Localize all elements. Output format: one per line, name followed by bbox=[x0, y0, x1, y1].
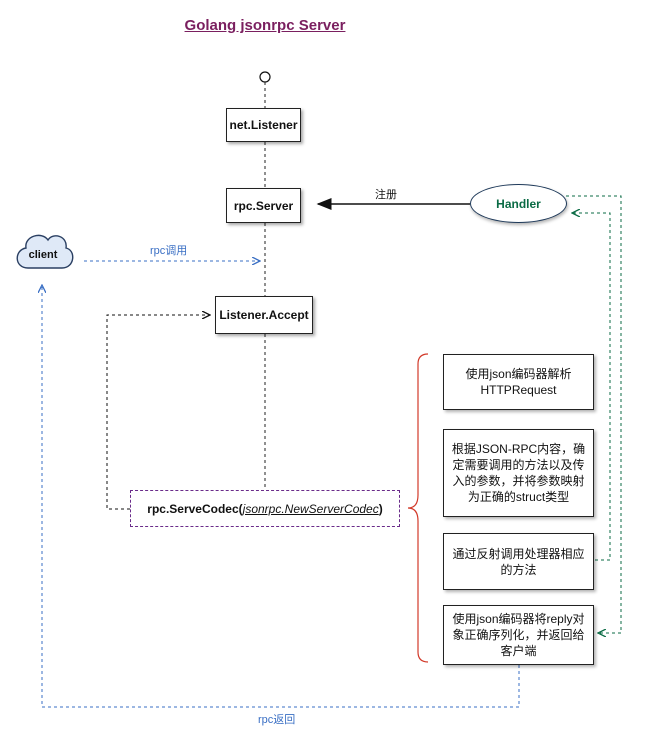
client-label: client bbox=[28, 249, 58, 261]
net-listener-node: net.Listener bbox=[226, 108, 301, 142]
accept-loop-arrow bbox=[106, 315, 210, 510]
rpc-server-node: rpc.Server bbox=[226, 188, 301, 223]
rpc-call-label: rpc调用 bbox=[150, 245, 188, 257]
step-parse-request: 使用json编码器解析HTTPRequest bbox=[443, 354, 594, 410]
codec-suffix: ) bbox=[378, 501, 383, 516]
listener-accept-node: Listener.Accept bbox=[215, 296, 313, 334]
diagram-title: Golang jsonrpc Server bbox=[184, 17, 346, 34]
handler-node: Handler bbox=[470, 184, 567, 223]
rpc-return-arrow bbox=[42, 285, 520, 708]
steps-brace bbox=[407, 353, 429, 663]
reflect-call-arrow bbox=[572, 213, 611, 561]
register-label: 注册 bbox=[375, 189, 397, 201]
step-reflect-call: 通过反射调用处理器相应的方法 bbox=[443, 533, 594, 590]
step-serialize-reply: 使用json编码器将reply对象正确序列化，并返回给客户端 bbox=[443, 605, 594, 665]
client-cloud-icon bbox=[16, 234, 74, 269]
serve-codec-node: rpc.ServeCodec( jsonrpc.NewServerCodec ) bbox=[130, 490, 400, 527]
codec-argument: jsonrpc.NewServerCodec bbox=[242, 501, 379, 516]
step-map-params: 根据JSON-RPC内容，确定需要调用的方法以及传入的参数，并将参数映射为正确的… bbox=[443, 429, 594, 517]
lifeline-start bbox=[259, 71, 271, 83]
codec-prefix: rpc.ServeCodec( bbox=[147, 501, 243, 516]
rpc-return-label: rpc返回 bbox=[258, 714, 296, 726]
